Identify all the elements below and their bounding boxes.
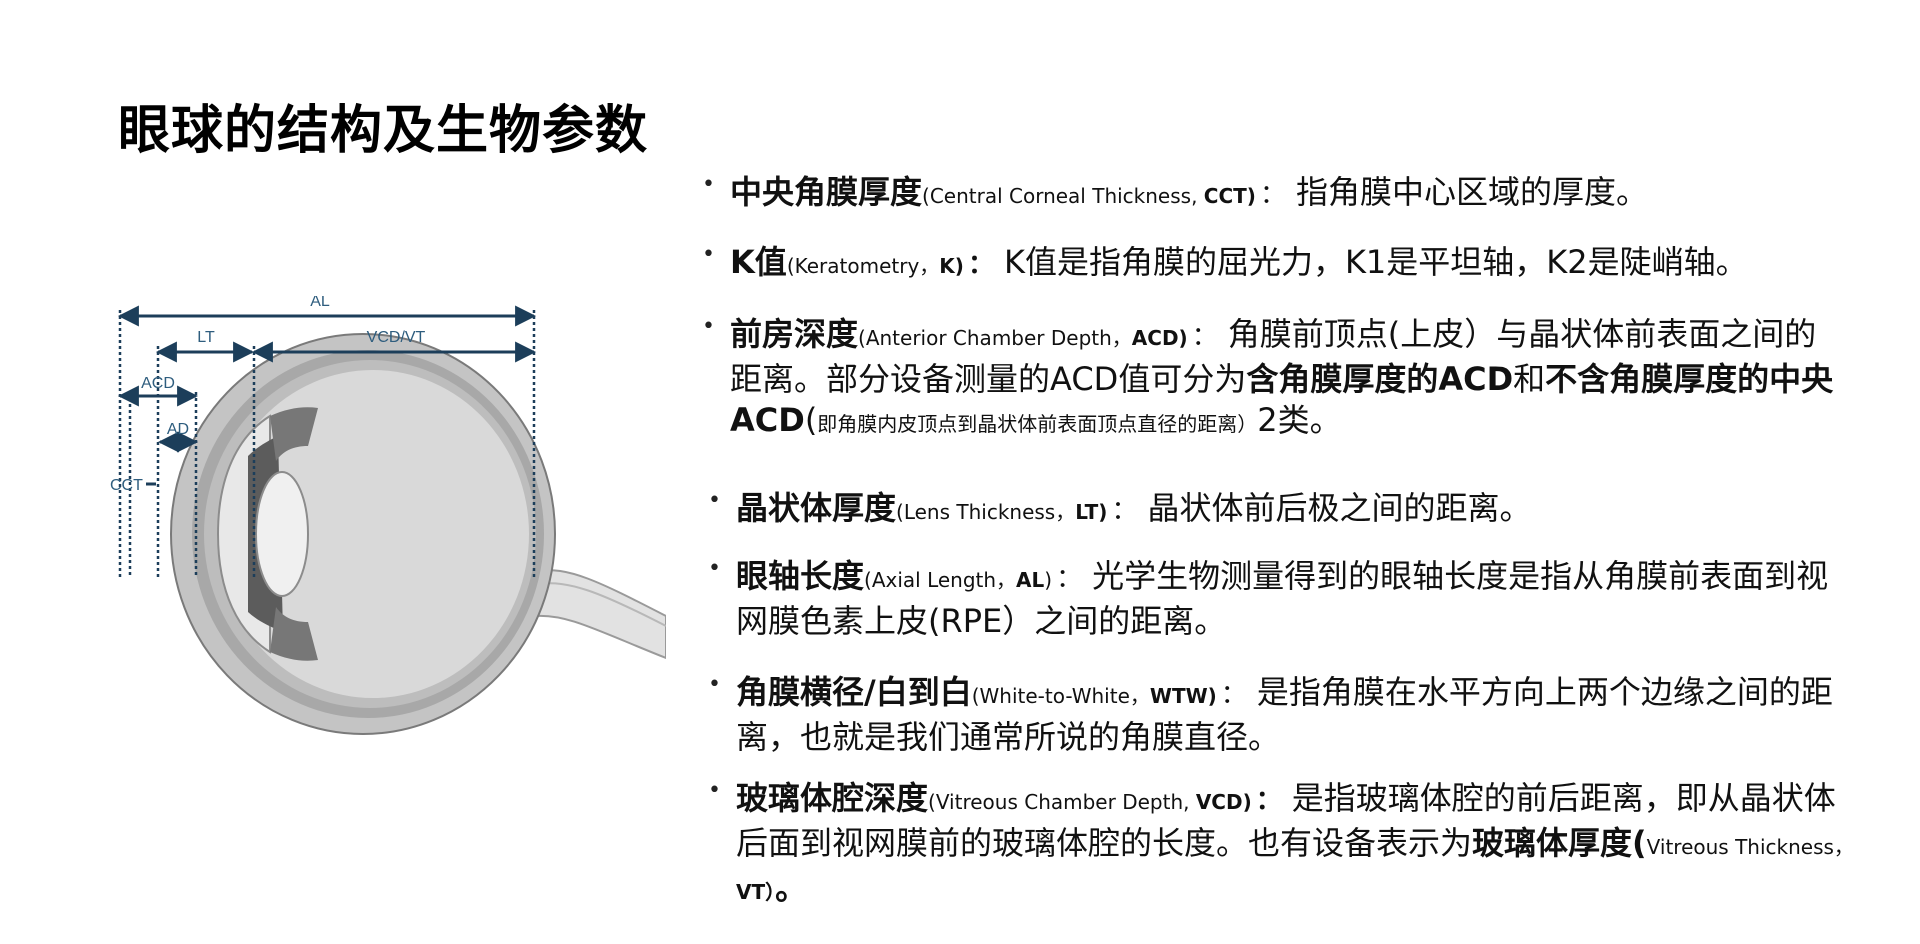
lt-label: LT (197, 329, 215, 346)
param-lt: • 晶状体厚度(Lens Thickness，LT)： 晶状体前后极之间的距离。 (708, 488, 1886, 533)
ad-label: AD (167, 421, 189, 438)
param-term: 角膜横径/白到白 (736, 673, 972, 711)
abbr-bold: CCT) (1203, 184, 1256, 208)
param-lt-text: 晶状体厚度(Lens Thickness，LT)： 晶状体前后极之间的距离。 (736, 488, 1886, 533)
bullet: • (702, 172, 715, 197)
param-acd-text: 前房深度(Anterior Chamber Depth，ACD)：角膜前顶点(上… (730, 314, 1840, 445)
eye-diagram: AL LT VCD/VT ACD AD CCT (110, 296, 666, 735)
vcd-vt-label: VCD/VT (367, 329, 426, 346)
param-desc: 晶状体前后极之间的距离。 (1147, 489, 1532, 527)
param-colon: ： (1056, 564, 1083, 594)
param-abbr: (Central Corneal Thickness, CCT) (922, 184, 1256, 208)
param-abbr: (Axial Length，AL) (864, 568, 1052, 592)
param-desc: 是指玻璃体腔的前后距离，即从晶状体后面到视网膜前的玻璃体腔的长度。也有设备表示为 (736, 779, 1836, 862)
param-colon: ： (1255, 786, 1282, 816)
param-term: 中央角膜厚度 (730, 173, 923, 211)
abbr-text: (White-to-White， (971, 684, 1150, 708)
param-wtw: • 角膜横径/白到白(White-to-White，WTW)：是指角膜在水平方向… (708, 672, 1846, 758)
param-wtw-text: 角膜横径/白到白(White-to-White，WTW)：是指角膜在水平方向上两… (736, 672, 1846, 758)
bullet: • (708, 778, 721, 803)
bullet: • (708, 556, 721, 581)
param-k: • K值(Keratometry，K)： K值是指角膜的屈光力，K1是平坦轴，K2… (702, 242, 1890, 287)
param-desc-paren: ( (804, 401, 818, 439)
param-al-text: 眼轴长度(Axial Length，AL)：光学生物测量得到的眼轴长度是指从角膜… (736, 556, 1856, 642)
param-colon: ： (1111, 496, 1138, 526)
param-desc: 是指角膜在水平方向上两个边缘之间的距离，也就是我们通常所说的角膜直径。 (736, 673, 1833, 756)
param-term: K值 (730, 243, 787, 281)
abbr-text: (Axial Length， (864, 568, 1017, 592)
param-note: 即角膜内皮顶点到晶状体前表面顶点直径的距离） (817, 412, 1258, 436)
param-desc: K值是指角膜的屈光力，K1是平坦轴，K2是陡峭轴。 (1003, 243, 1748, 281)
acd-label: ACD (141, 375, 175, 392)
param-cct: • 中央角膜厚度(Central Corneal Thickness, CCT)… (702, 172, 1890, 217)
param-colon: ： (1259, 180, 1286, 210)
param-desc: 角膜前顶点(上皮）与晶状体前表面之间的距离。部分设备测量的ACD值可分为 (730, 315, 1817, 398)
abbr-bold: WTW) (1149, 684, 1217, 708)
al-label: AL (310, 296, 330, 310)
param-abbr: (Keratometry，K) (787, 254, 964, 278)
param-term: 前房深度 (730, 315, 859, 353)
ciliary-body-lower (270, 607, 318, 661)
vitreous-body (217, 370, 529, 698)
abbr-text: (Lens Thickness， (896, 500, 1076, 524)
param-term: 眼轴长度 (736, 557, 865, 595)
bullet: • (702, 242, 715, 267)
param-k-text: K值(Keratometry，K)： K值是指角膜的屈光力，K1是平坦轴，K2是陡… (730, 242, 1890, 287)
abbr-bold: K) (939, 254, 964, 278)
param-bold-vt: 玻璃体厚度( (1472, 824, 1647, 862)
param-al: • 眼轴长度(Axial Length，AL)：光学生物测量得到的眼轴长度是指从… (708, 556, 1856, 642)
ciliary-body (270, 407, 318, 461)
param-desc-end: 2类。 (1257, 401, 1342, 439)
param-term: 玻璃体腔深度 (736, 779, 929, 817)
param-vcd-text: 玻璃体腔深度(Vitreous Chamber Depth, VCD)：是指玻璃… (736, 778, 1856, 913)
param-colon: ： (1220, 680, 1247, 710)
cct-label: CCT (110, 477, 143, 494)
param-colon: ： (967, 250, 994, 280)
param-desc-and: 和 (1513, 360, 1546, 398)
abbr-bold: AL (1016, 568, 1045, 592)
param-colon: ： (1191, 322, 1218, 352)
param-desc: 指角膜中心区域的厚度。 (1295, 173, 1648, 211)
param-abbr: (Lens Thickness，LT) (896, 500, 1107, 524)
bullet: • (702, 314, 715, 339)
param-desc: 光学生物测量得到的眼轴长度是指从角膜前表面到视网膜色素上皮(RPE）之间的距离。 (736, 557, 1829, 640)
param-bold-central-acd: 不含角膜厚度的中央ACD (730, 360, 1834, 439)
lens (255, 471, 309, 597)
abbr-bold: LT) (1075, 500, 1108, 524)
param-vcd: • 玻璃体腔深度(Vitreous Chamber Depth, VCD)：是指… (708, 778, 1856, 913)
bullet: • (708, 672, 721, 697)
param-abbr: (White-to-White，WTW) (972, 684, 1217, 708)
optic-nerve (535, 569, 666, 660)
abbr-text: (Anterior Chamber Depth， (858, 326, 1132, 350)
abbr-text: (Central Corneal Thickness, (922, 184, 1204, 208)
param-bold-acd-with-cct: 含角膜厚度的ACD (1246, 360, 1514, 398)
bullet: • (708, 488, 721, 513)
abbr-bold: VT） (736, 880, 776, 904)
abbr-bold: ACD) (1131, 326, 1188, 350)
abbr-text: (Keratometry， (786, 254, 940, 278)
page-title: 眼球的结构及生物参数 (118, 101, 649, 161)
abbr-bold: VCD) (1195, 790, 1252, 814)
param-abbr-tail: Vitreous Thickness， VT） (736, 835, 1854, 904)
param-acd: • 前房深度(Anterior Chamber Depth，ACD)：角膜前顶点… (702, 314, 1840, 445)
param-abbr: (Anterior Chamber Depth，ACD) (858, 326, 1188, 350)
eye-anatomy-figure: AL LT VCD/VT ACD AD CCT (98, 296, 666, 776)
abbr-close: ) (1044, 568, 1053, 592)
abbr-text: (Vitreous Chamber Depth, (928, 790, 1196, 814)
param-term: 晶状体厚度 (736, 489, 897, 527)
param-cct-text: 中央角膜厚度(Central Corneal Thickness, CCT)： 指… (730, 172, 1890, 217)
abbr-text: Vitreous Thickness， (1646, 835, 1854, 859)
param-desc-end: 。 (775, 869, 808, 907)
param-abbr: (Vitreous Chamber Depth, VCD) (928, 790, 1252, 814)
